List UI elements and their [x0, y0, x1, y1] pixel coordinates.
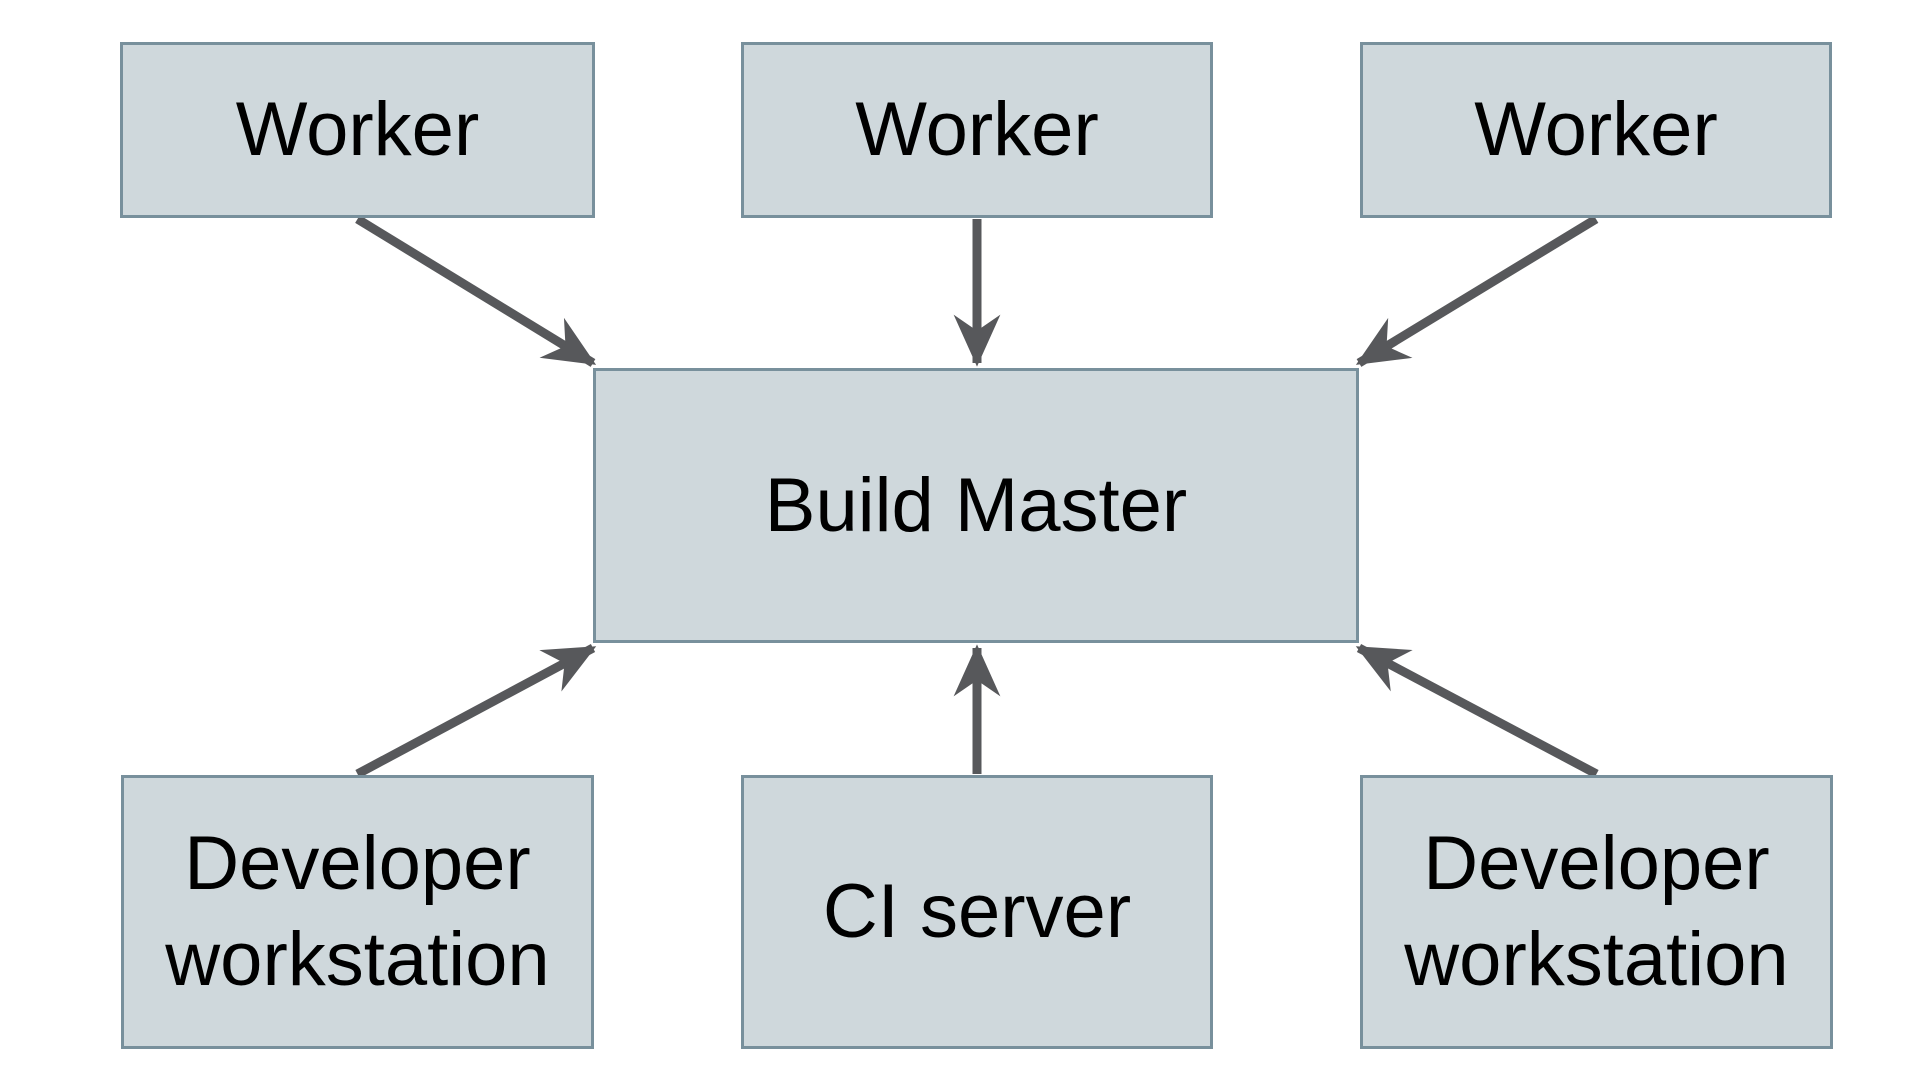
arrow-developer-workstation-left-to-build-master — [355, 644, 597, 778]
node-worker-top-right: Worker — [1360, 42, 1832, 218]
node-label: Build Master — [764, 462, 1188, 548]
arrow-worker-top-left-to-build-master — [355, 215, 597, 367]
node-label: Worker — [235, 87, 480, 173]
node-label: Developer workstation — [165, 821, 550, 1002]
node-label: Developer workstation — [1404, 821, 1789, 1002]
node-label: Worker — [1474, 87, 1718, 173]
arrow-developer-workstation-right-to-build-master — [1355, 644, 1599, 778]
node-label: CI server — [822, 869, 1132, 955]
node-worker-top-center: Worker — [741, 42, 1213, 218]
node-developer-workstation-left: Developer workstation — [121, 775, 594, 1049]
node-ci-server: CI server — [741, 775, 1213, 1049]
node-worker-top-left: Worker — [120, 42, 595, 218]
node-label: Worker — [855, 87, 1099, 173]
arrow-worker-top-right-to-build-master — [1355, 215, 1599, 367]
node-build-master: Build Master — [593, 368, 1359, 643]
node-developer-workstation-right: Developer workstation — [1360, 775, 1833, 1049]
